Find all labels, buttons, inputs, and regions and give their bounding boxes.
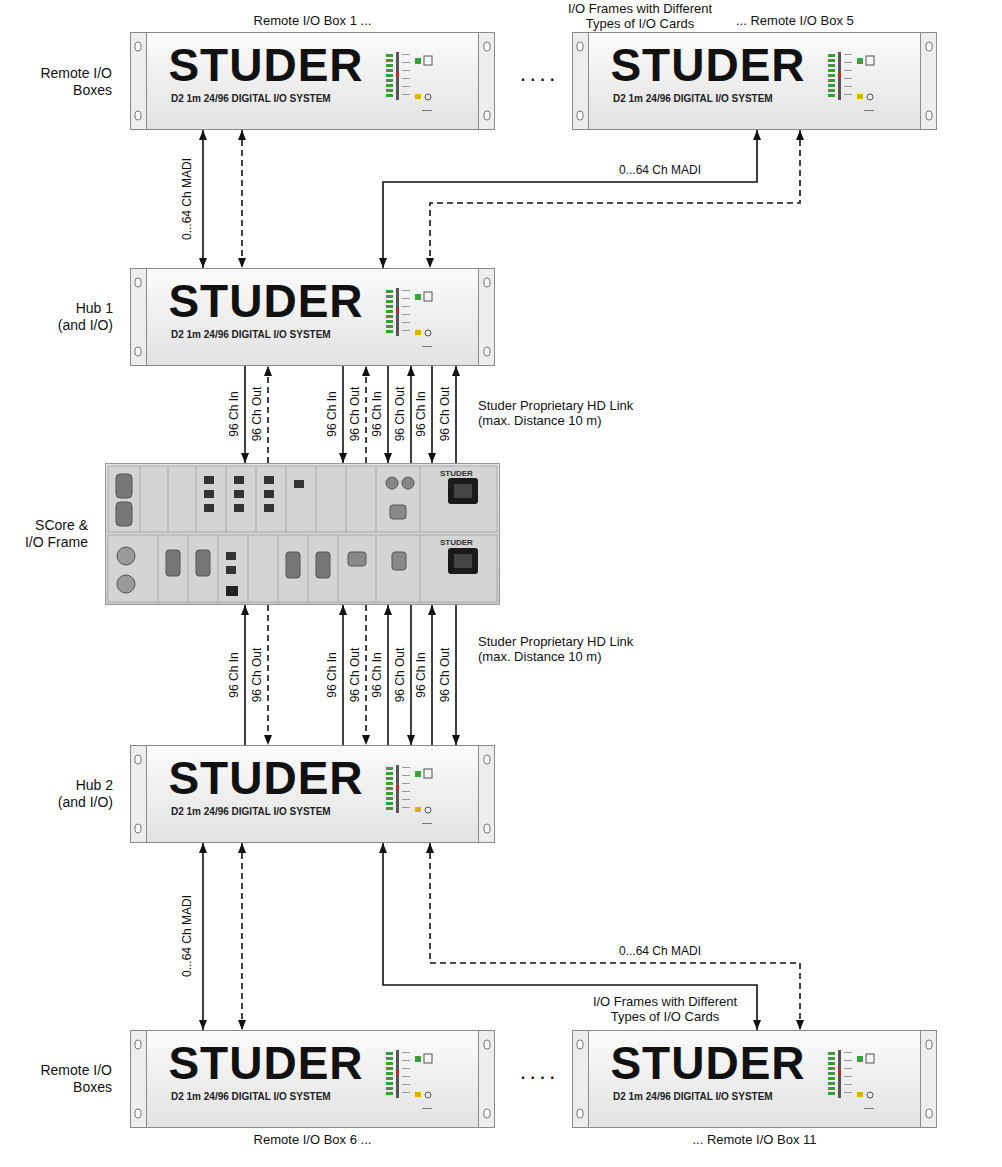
dashed-connector xyxy=(365,605,367,745)
group-note: I/O Frames with Different Types of I/O C… xyxy=(580,994,750,1024)
connector-label: 0...64 Ch MADI xyxy=(180,156,194,242)
row-label: Remote I/O Boxes xyxy=(38,65,112,99)
model-text: D2 1m 24/96 DIGITAL I/O SYSTEM xyxy=(171,93,331,105)
brand-logo: STUDER xyxy=(131,277,401,325)
connector-label: 96 Ch In xyxy=(414,650,428,699)
signal-connector xyxy=(410,366,412,463)
connector-label: 96 Ch In xyxy=(414,389,428,438)
box-heading: ... Remote I/O Box 5 xyxy=(736,13,854,28)
box-heading: Remote I/O Box 6 ... xyxy=(131,1132,494,1147)
model-text: D2 1m 24/96 DIGITAL I/O SYSTEM xyxy=(613,93,773,105)
connector-label: 96 Ch Out xyxy=(393,385,407,444)
box-heading: Remote I/O Box 1 ... xyxy=(131,13,494,28)
connector-label: 0...64 Ch MADI xyxy=(180,893,194,979)
signal-connector xyxy=(202,130,204,268)
connector-label: 96 Ch In xyxy=(227,389,241,438)
connector-label: 0...64 Ch MADI xyxy=(617,163,703,177)
connector-label: 96 Ch Out xyxy=(348,385,362,444)
core-frame: SCore & I/O FrameSTUDERSTUDER xyxy=(105,463,500,605)
signal-connector xyxy=(431,366,433,463)
continuation-dots: · · · · xyxy=(508,1070,568,1085)
connector-label: 96 Ch Out xyxy=(438,385,452,444)
brand-logo: STUDER xyxy=(573,41,843,89)
remote-io-box: Remote I/O Box 1 ...STUDERD2 1m 24/96 DI… xyxy=(130,32,495,130)
box-heading: Hub 1 (and I/O) xyxy=(47,300,113,334)
dashed-connector xyxy=(241,130,243,268)
model-text: D2 1m 24/96 DIGITAL I/O SYSTEM xyxy=(171,1091,331,1103)
remote-io-box: ... Remote I/O Box 5STUDERD2 1m 24/96 DI… xyxy=(572,32,937,130)
model-text: D2 1m 24/96 DIGITAL I/O SYSTEM xyxy=(613,1091,773,1103)
connector-label: 96 Ch Out xyxy=(250,385,264,444)
brand-logo: STUDER xyxy=(440,469,473,478)
model-text: D2 1m 24/96 DIGITAL I/O SYSTEM xyxy=(171,806,331,818)
row-label: Remote I/O Boxes xyxy=(38,1062,112,1096)
connector-label: 96 Ch Out xyxy=(250,646,264,705)
box-heading: Hub 2 (and I/O) xyxy=(47,777,113,811)
dashed-connector xyxy=(267,605,269,745)
signal-connector xyxy=(431,605,433,745)
brand-logo: STUDER xyxy=(131,754,401,802)
signal-connector xyxy=(455,605,457,745)
signal-connector xyxy=(383,843,757,1030)
continuation-dots: · · · · xyxy=(508,72,568,87)
signal-connector xyxy=(387,605,389,745)
link-note: Studer Proprietary HD Link (max. Distanc… xyxy=(478,634,668,664)
connector-label: 0...64 Ch MADI xyxy=(617,944,703,958)
signal-connector xyxy=(455,366,457,463)
hub-box: Hub 2 (and I/O)STUDERD2 1m 24/96 DIGITAL… xyxy=(130,745,495,843)
signal-connector xyxy=(202,843,204,1030)
connector-label: 96 Ch Out xyxy=(438,646,452,705)
link-note: Studer Proprietary HD Link (max. Distanc… xyxy=(478,398,668,428)
signal-connector xyxy=(342,605,344,745)
connector-label: 96 Ch Out xyxy=(393,646,407,705)
connector-label: 96 Ch Out xyxy=(348,646,362,705)
brand-logo: STUDER xyxy=(131,1039,401,1087)
brand-logo: STUDER xyxy=(131,41,401,89)
box-heading: ... Remote I/O Box 11 xyxy=(573,1132,936,1147)
connector-label: 96 Ch In xyxy=(325,389,339,438)
signal-connector xyxy=(383,130,757,268)
box-heading: SCore & I/O Frame xyxy=(16,517,88,551)
remote-io-box: ... Remote I/O Box 11STUDERD2 1m 24/96 D… xyxy=(572,1030,937,1128)
signal-connector xyxy=(244,366,246,463)
signal-connector xyxy=(387,366,389,463)
dashed-connector xyxy=(430,130,800,268)
connector-label: 96 Ch In xyxy=(370,389,384,438)
model-text: D2 1m 24/96 DIGITAL I/O SYSTEM xyxy=(171,329,331,341)
dashed-connector xyxy=(241,843,243,1030)
connector-label: 96 Ch In xyxy=(227,650,241,699)
signal-connector xyxy=(244,605,246,745)
dashed-connector xyxy=(365,366,367,463)
connector-label: 96 Ch In xyxy=(370,650,384,699)
dashed-connector xyxy=(267,366,269,463)
signal-connector xyxy=(342,366,344,463)
dashed-connector xyxy=(430,843,800,1030)
brand-logo: STUDER xyxy=(440,538,473,547)
connector-label: 96 Ch In xyxy=(325,650,339,699)
signal-connector xyxy=(410,605,412,745)
group-note: I/O Frames with Different Types of I/O C… xyxy=(555,1,725,31)
remote-io-box: Remote I/O Box 6 ...STUDERD2 1m 24/96 DI… xyxy=(130,1030,495,1128)
hub-box: Hub 1 (and I/O)STUDERD2 1m 24/96 DIGITAL… xyxy=(130,268,495,366)
brand-logo: STUDER xyxy=(573,1039,843,1087)
